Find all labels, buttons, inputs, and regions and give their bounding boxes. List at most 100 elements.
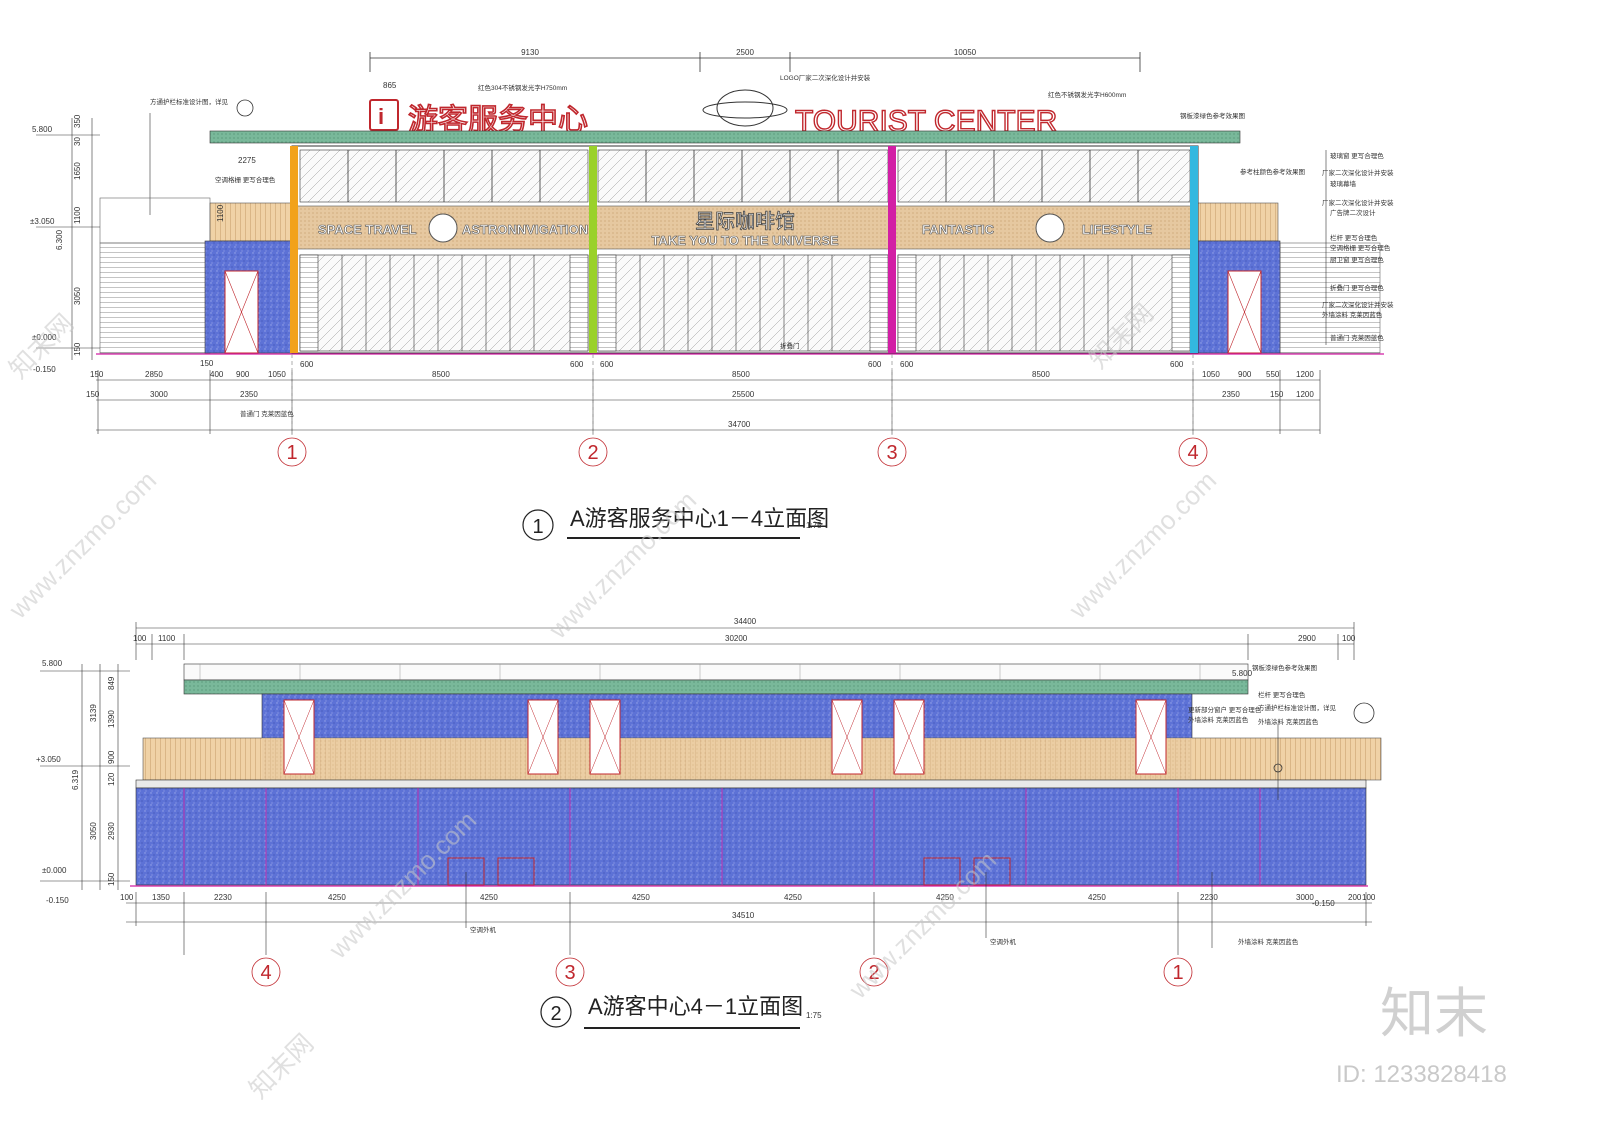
callout-dim-2275: 2275 <box>238 156 256 165</box>
svg-text:600: 600 <box>570 360 584 369</box>
window-cross-lines <box>283 699 1167 775</box>
planet-logo-icon <box>716 89 774 127</box>
right-side-wall <box>1279 242 1381 354</box>
svg-text:参考柱颜色参考效果图: 参考柱颜色参考效果图 <box>1240 167 1305 176</box>
svg-text:600: 600 <box>868 360 882 369</box>
svg-text:4250: 4250 <box>328 893 346 902</box>
callout-roof-color: 钢板漆绿色参考效果图 <box>1180 111 1245 120</box>
grid2-bubble-2: 2 <box>868 962 879 984</box>
svg-text:550: 550 <box>1266 370 1280 379</box>
grid-bubble-4: 4 <box>1187 442 1198 464</box>
elevation-2-title: A游客中心4－1立面图 <box>588 994 803 1019</box>
band-astronavigation: ASTRONNVIGATION <box>462 222 588 237</box>
svg-text:www.znzmo.com: www.znzmo.com <box>1062 465 1222 625</box>
dim-row-2: 150 3000 2350 25500 2350 150 1200 <box>86 390 1314 399</box>
upper-mullions <box>347 150 1139 202</box>
svg-text:8500: 8500 <box>732 370 750 379</box>
astronaut-icon <box>428 213 458 243</box>
detail-bubble <box>236 99 254 117</box>
floor-slab-band <box>135 779 1367 789</box>
vdim-150: 150 <box>73 342 82 356</box>
top-dim-1: 9130 <box>521 48 539 57</box>
svg-text:4250: 4250 <box>480 893 498 902</box>
parapet-grille <box>183 663 1249 681</box>
planet-badge-icon <box>1035 213 1065 243</box>
top-dim-3: 10050 <box>954 48 977 57</box>
title-number-1: 1 <box>532 516 543 538</box>
svg-text:25500: 25500 <box>732 390 755 399</box>
callout2-wall-a: 外墙涂料 克莱因蓝色 <box>1188 715 1249 724</box>
top-dim-2: 2500 <box>736 48 754 57</box>
svg-text:厂家二次深化设计并安装: 厂家二次深化设计并安装 <box>1322 198 1394 207</box>
vdim2: 150 <box>107 872 116 886</box>
column-cyan <box>1190 146 1198 353</box>
top-dimensions <box>369 52 1141 72</box>
svg-text:100: 100 <box>120 893 134 902</box>
level2-0000: ±0.000 <box>42 866 67 875</box>
svg-text:1200: 1200 <box>1296 390 1314 399</box>
left-vertical-dims <box>36 118 100 360</box>
top-row-dim: 1100 <box>158 634 176 643</box>
grid-bubble-1: 1 <box>286 442 297 464</box>
callout2-railing-detail: 方通护栏标准设计图，详见 <box>1258 703 1337 712</box>
top-dims-2 <box>135 622 1355 660</box>
svg-text:1050: 1050 <box>1202 370 1220 379</box>
callout2-window: 更新部分窗户 更写合理色 <box>1188 705 1262 714</box>
svg-text:空调格栅 更写合理色: 空调格栅 更写合理色 <box>1330 243 1391 252</box>
grid-bubble-2: 2 <box>587 442 598 464</box>
dim-row-1: 150 2850 400 900 1050 600 8500 600 600 8… <box>90 360 1314 379</box>
svg-text:8500: 8500 <box>1032 370 1050 379</box>
svg-text:玻璃幕墙: 玻璃幕墙 <box>1330 179 1357 188</box>
top-row-dim: 100 <box>1342 634 1356 643</box>
level2-neg-0150: -0.150 <box>46 896 69 905</box>
vdim2: 120 <box>107 772 116 786</box>
lower-glazing <box>299 254 1191 352</box>
level-0000: ±0.000 <box>32 333 57 342</box>
left-ac-grille <box>209 202 293 242</box>
callout2-wall-b: 外墙涂料 克莱因蓝色 <box>1258 717 1319 726</box>
svg-text:150: 150 <box>90 370 104 379</box>
callout2-ac-1: 空调外机 <box>470 925 497 934</box>
svg-text:2350: 2350 <box>240 390 258 399</box>
svg-text:1050: 1050 <box>268 370 286 379</box>
bottom-dims-2 <box>126 892 1372 955</box>
vdim2: 6.319 <box>71 769 80 790</box>
svg-text:2230: 2230 <box>214 893 232 902</box>
callout-door-color: 普通门 克莱因蓝色 <box>240 409 294 418</box>
title2-number-circle <box>540 996 572 1028</box>
callout2-ac-2: 空调外机 <box>990 937 1017 946</box>
svg-text:2230: 2230 <box>1200 893 1218 902</box>
column-orange <box>290 146 298 353</box>
dim-total-34700: 34700 <box>728 420 751 429</box>
grid2-bubble-1: 1 <box>1172 962 1183 984</box>
left-vertical-dims-2 <box>40 664 130 890</box>
callout-ac-grille: 空调格栅 更写合理色 <box>215 175 276 184</box>
level-3050: ±3.050 <box>30 217 55 226</box>
left-side-wall <box>99 242 211 354</box>
title-number-circle <box>522 509 554 541</box>
vdim2: 849 <box>107 676 116 690</box>
vdim2: 3050 <box>89 822 98 840</box>
callout-red-letters-2: 红色不锈钢发光字H600mm <box>1048 90 1126 99</box>
svg-text:广告牌二次设计: 广告牌二次设计 <box>1330 208 1376 217</box>
svg-text:厨卫窗 更写合理色: 厨卫窗 更写合理色 <box>1330 255 1384 264</box>
grid-axes-2 <box>251 957 1193 987</box>
top-row-dim: 100 <box>133 634 147 643</box>
callout-folding-door: 折叠门 <box>780 341 800 350</box>
brand-watermark: 知末 <box>1380 984 1488 1044</box>
level-right-neg-0150: -0.150 <box>1312 899 1335 908</box>
elevation-1: 9130 2500 10050 865 红色304不锈钢发光字H750mm LO… <box>30 48 1394 541</box>
ac-units <box>447 857 1011 886</box>
svg-text:1350: 1350 <box>152 893 170 902</box>
lower-blue-wall <box>135 787 1367 886</box>
vdim-6300: 6.300 <box>55 229 64 250</box>
svg-text:900: 900 <box>236 370 250 379</box>
wall-pilasters <box>183 788 1261 885</box>
callout-railing: 方通护栏标准设计图，详见 <box>150 97 229 106</box>
elevation-1-scale: 1:75 <box>806 521 822 530</box>
svg-text:4250: 4250 <box>632 893 650 902</box>
title-number-2: 2 <box>550 1003 561 1025</box>
vdim2: 3139 <box>89 704 98 722</box>
callout2-wall-paint: 外墙涂料 克莱因蓝色 <box>1238 937 1299 946</box>
